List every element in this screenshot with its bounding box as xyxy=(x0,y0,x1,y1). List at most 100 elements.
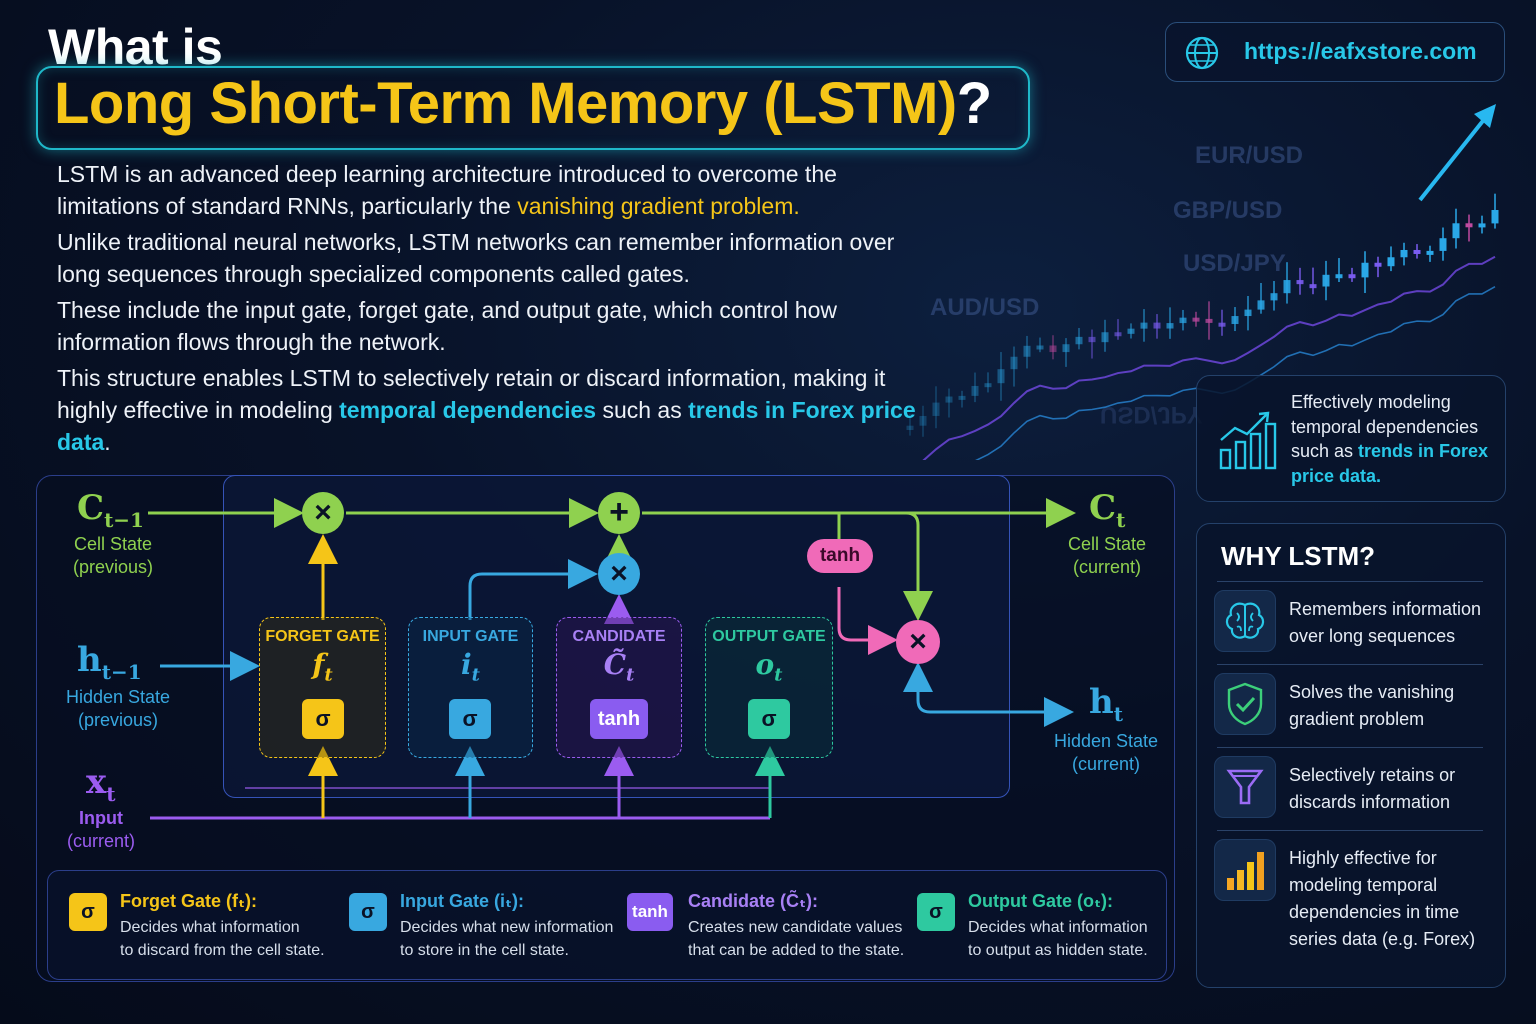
moving-average-line xyxy=(922,255,1496,460)
why-item-4-text: Highly effective for modeling temporal d… xyxy=(1289,848,1476,949)
output-sigmoid: σ xyxy=(748,699,790,739)
effective-modeling-text: Effectively modeling temporal dependenci… xyxy=(1291,392,1489,486)
growth-chart-icon xyxy=(1219,411,1277,470)
forget-multiply-node: × xyxy=(302,492,344,534)
candle-body xyxy=(1283,280,1291,294)
divider xyxy=(1217,830,1483,831)
url-link[interactable]: https://eafxstore.com xyxy=(1244,38,1477,64)
cell-tanh-node: tanh xyxy=(807,539,873,573)
candle-body xyxy=(1023,345,1031,357)
candle-body xyxy=(1465,223,1473,228)
candle-body xyxy=(984,383,992,388)
filter-icon xyxy=(1214,756,1276,818)
intro-paragraph-4: This structure enables LSTM to selective… xyxy=(57,365,916,455)
highlight-temporal: temporal dependencies xyxy=(339,397,597,423)
candle-body xyxy=(1387,257,1395,267)
candle-body xyxy=(1413,249,1421,254)
legend-forget-title: Forget Gate (fₜ): xyxy=(120,891,257,911)
title-frame xyxy=(36,66,1030,150)
candle-body xyxy=(1179,317,1187,324)
brain-icon xyxy=(1214,590,1276,652)
legend-output-title: Output Gate (oₜ): xyxy=(968,891,1113,911)
h-prev-symbol: ht−1 xyxy=(77,640,142,684)
output-gate-symbol: ot xyxy=(755,648,783,686)
c-t-label: Cell State(current) xyxy=(1067,534,1147,577)
forget-sigmoid: σ xyxy=(302,699,344,739)
candle-body xyxy=(1062,344,1070,353)
input-gate-symbol: it xyxy=(461,648,480,686)
trend-arrow xyxy=(1418,110,1492,202)
candle-body xyxy=(919,415,927,426)
candle-body xyxy=(1270,293,1278,301)
highlight-forex-trends: trends in Forex price data xyxy=(57,397,916,455)
globe-icon xyxy=(1185,36,1219,70)
url-badge[interactable] xyxy=(1165,22,1505,82)
c-t-symbol: Ct xyxy=(1089,488,1126,532)
output-gate-title: OUTPUT GATE xyxy=(712,628,826,645)
divider xyxy=(1217,581,1483,582)
c-prev-label: Cell State(previous) xyxy=(72,534,154,577)
bar-chart-icon xyxy=(1214,839,1276,901)
title-main: Long Short-Term Memory (LSTM) xyxy=(54,71,957,136)
pair-label-audusd: AUD/USD xyxy=(930,294,1040,321)
candle-body xyxy=(971,385,979,396)
h-t-label: Hidden State(current) xyxy=(1053,731,1159,774)
candle-body xyxy=(1075,336,1083,345)
candidate-title: CANDIDATE xyxy=(572,628,666,645)
candle-body xyxy=(1231,316,1239,325)
candle-body xyxy=(1140,322,1148,329)
forget-gate-symbol: ft xyxy=(312,648,333,686)
candle-body xyxy=(1452,223,1460,239)
candle-body xyxy=(1491,210,1499,224)
shield-check-icon xyxy=(1214,673,1276,735)
candle-body xyxy=(1205,318,1213,323)
candle-body xyxy=(1127,328,1135,334)
candle-body xyxy=(1101,332,1109,343)
candle-body xyxy=(906,425,914,430)
candle-body xyxy=(997,369,1005,384)
candle-body xyxy=(1010,356,1018,370)
pair-label-eurusd: EUR/USD xyxy=(1195,142,1304,169)
candle-body xyxy=(1296,280,1304,285)
candle-body xyxy=(1322,274,1330,287)
h-t-symbol: ht xyxy=(1089,682,1123,726)
legend-output-icon: σ xyxy=(917,893,955,931)
legend-input-icon: σ xyxy=(349,893,387,931)
gate-legend xyxy=(47,870,1167,980)
input-multiply-node: × xyxy=(598,553,640,595)
candle-body xyxy=(1114,332,1122,337)
candle-body xyxy=(1439,238,1447,251)
legend-input-title: Input Gate (iₜ): xyxy=(400,891,524,911)
x-t-symbol: xt xyxy=(86,762,116,806)
candle-body xyxy=(1335,274,1343,279)
candle-body xyxy=(1257,300,1265,310)
forget-gate-title: FORGET GATE xyxy=(265,628,380,645)
intro-text: LSTM is an advanced deep learning archit… xyxy=(57,158,917,462)
candle-body xyxy=(1244,309,1252,317)
add-node: + xyxy=(598,492,640,534)
pair-label-gbpusd: GBP/USD xyxy=(1173,197,1283,224)
candle-body xyxy=(1049,345,1057,353)
candidate-tanh: tanh xyxy=(590,699,648,739)
candle-body xyxy=(1361,262,1369,278)
x-t-label: Input(current) xyxy=(66,808,135,851)
candle-body xyxy=(1166,323,1174,329)
candle-body xyxy=(945,396,953,403)
output-multiply-node: × xyxy=(896,620,940,664)
title-question-mark: ? xyxy=(956,71,992,136)
why-item-1-text: Remembers information over long sequence… xyxy=(1289,599,1482,646)
why-lstm-title: WHY LSTM? xyxy=(1221,541,1376,571)
candle-body xyxy=(1374,262,1382,267)
candle-body xyxy=(1192,317,1200,322)
candle-body xyxy=(1088,336,1096,343)
intro-paragraph-2: Unlike traditional neural networks, LSTM… xyxy=(57,229,895,287)
candle-body xyxy=(958,395,966,400)
highlight-vanishing-gradient: vanishing gradient problem. xyxy=(517,193,800,219)
legend-candidate-icon: tanh xyxy=(627,893,673,931)
candle-body xyxy=(1426,250,1434,255)
candle-body xyxy=(1400,249,1408,258)
